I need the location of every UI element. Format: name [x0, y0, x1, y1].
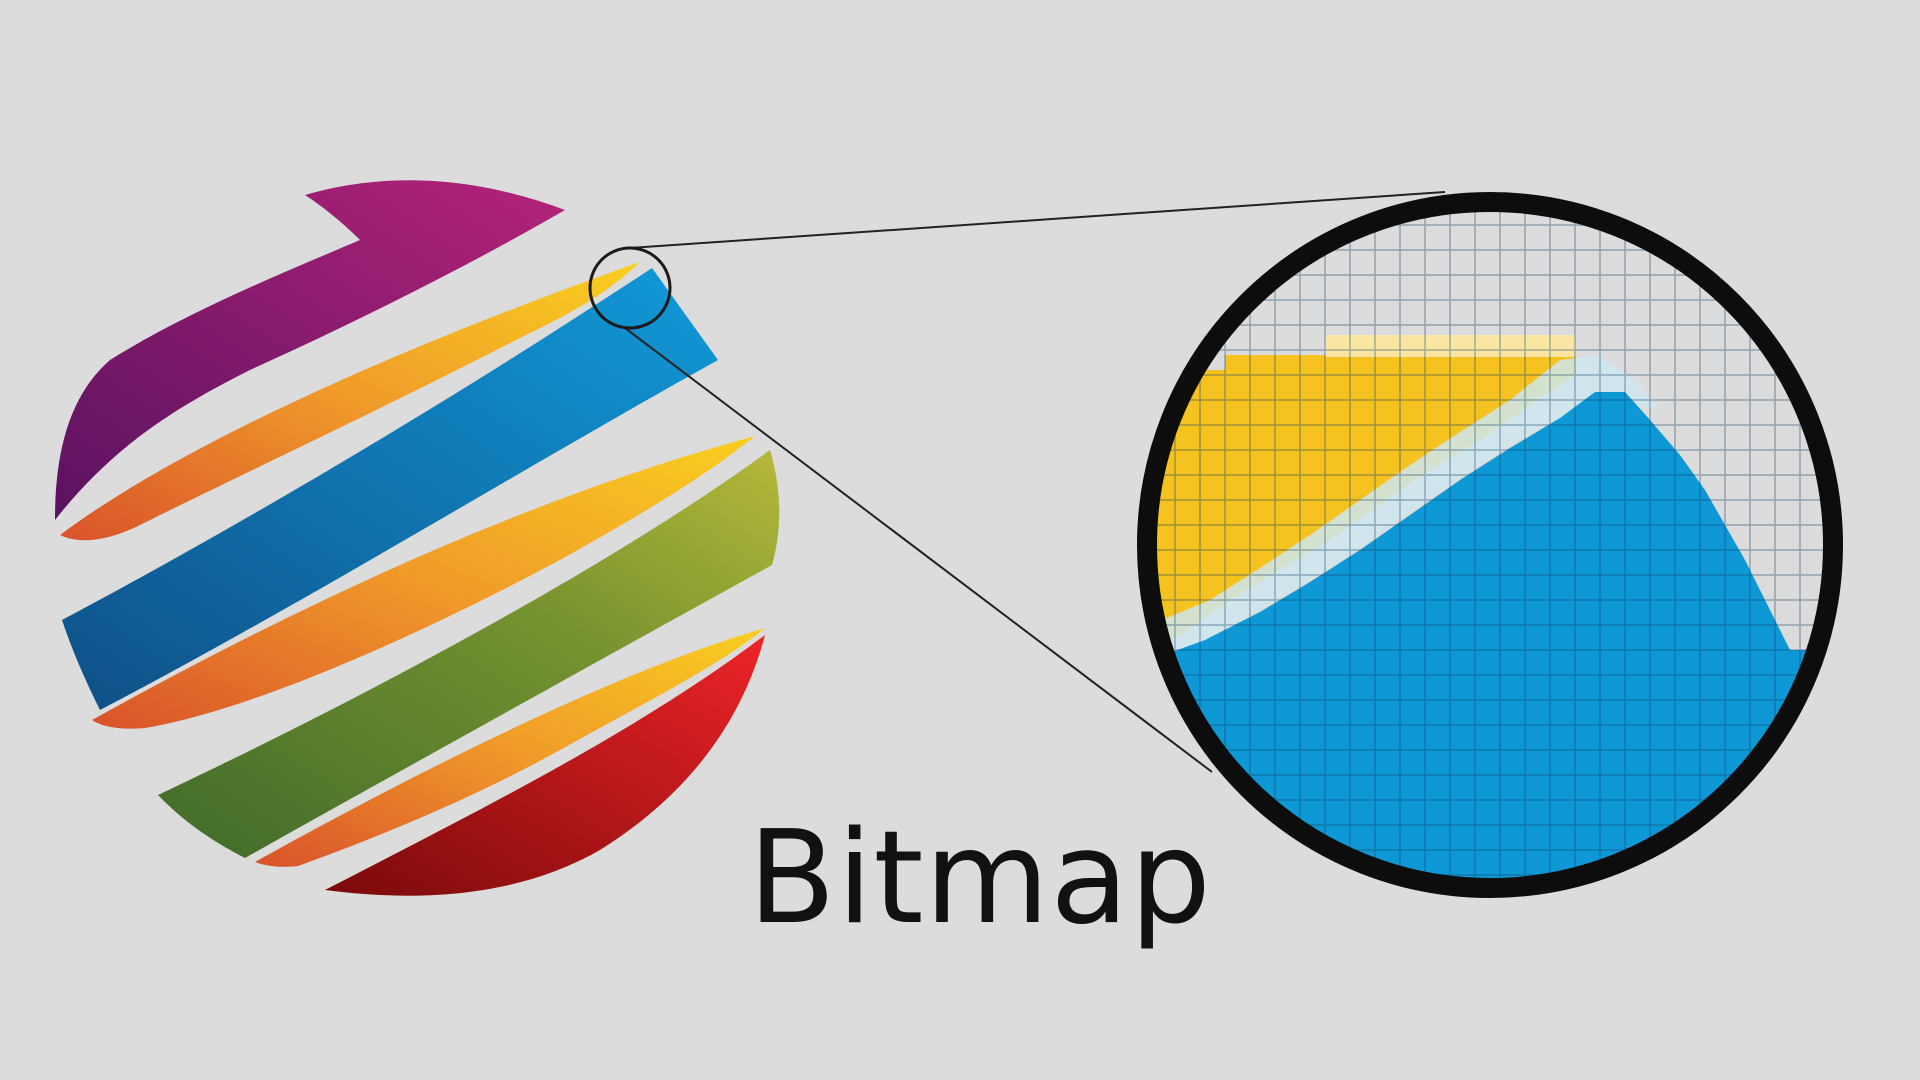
caption-title: Bitmap	[748, 804, 1212, 953]
zoom-circle-border	[1137, 192, 1843, 898]
logo-stripe-orange-middle	[92, 436, 755, 729]
logo-stripe-olive	[158, 450, 780, 858]
connector-line-bottom	[624, 327, 1213, 773]
zoom-pixel-grid	[1147, 202, 1833, 888]
logo-stripe-red	[325, 635, 765, 896]
logo-stripe-orange-lower	[255, 628, 765, 867]
zoom-source-circle	[588, 246, 672, 330]
logo-stripe-purple	[55, 180, 565, 520]
logo-stripe-blue	[62, 268, 718, 710]
logo-stripe-yellow-top	[60, 262, 640, 541]
zoom-connector-lines	[624, 191, 1446, 773]
connector-line-top	[629, 191, 1446, 249]
zoom-circle	[1137, 192, 1843, 898]
striped-sphere-logo	[55, 180, 780, 896]
